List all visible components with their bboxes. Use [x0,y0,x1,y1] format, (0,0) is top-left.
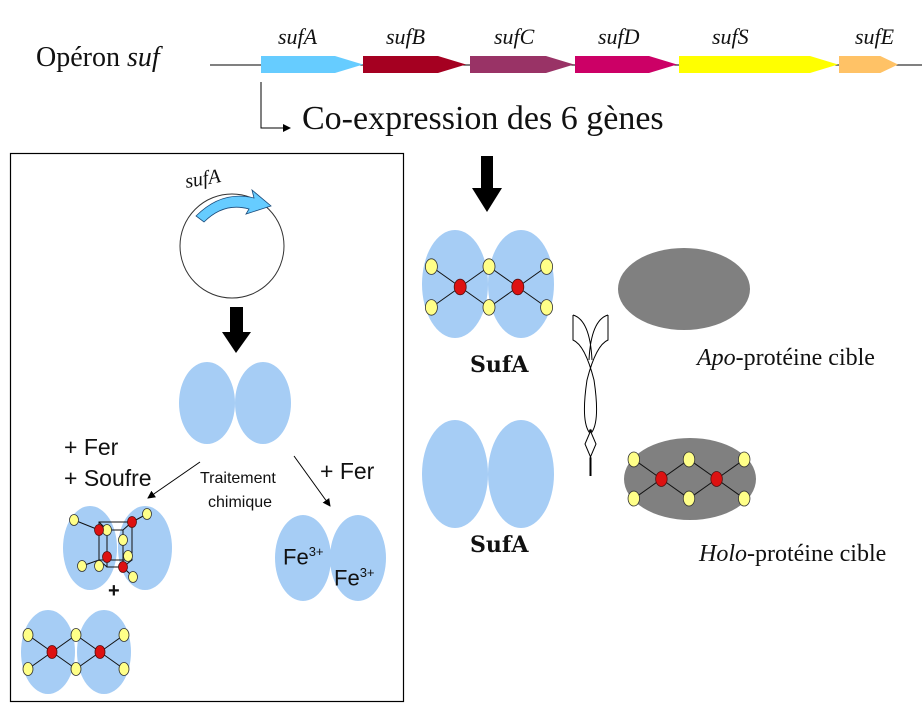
gene-label-sufb: sufB [386,24,426,49]
cluster-transfer-arrows [572,314,609,476]
coexpression-label: Co-expression des 6 gènes [302,100,664,137]
gene-label-sufa: sufA [278,24,318,49]
sulfur-atom [70,662,82,676]
sulfur-atom [123,550,133,562]
sulfur-atom [77,560,87,572]
operon-name: suf [126,42,160,73]
condition-soufre: + Soufre [64,465,152,491]
treatment-line2: chimique [208,494,273,511]
iron-atom [102,551,112,563]
sulfur-atom [627,490,640,507]
sulfur-atom [482,258,496,275]
operon-label: Opéron suf [36,42,160,73]
sulfur-atom [128,571,138,583]
iron-atom [118,561,128,573]
sulfur-atom [22,662,34,676]
sufa-gene-arrow-icon [195,188,272,223]
iron-atom [94,524,104,536]
sufa-4fe4s-dimer [63,506,172,590]
iron-atom [655,471,668,487]
sulfur-atom [540,258,553,275]
sufa-fe3-dimer [275,515,386,601]
sulfur-atom [118,628,130,642]
gene-arrow-sufd [575,56,677,73]
condition-fer-1: + Fer [64,434,119,460]
sulfur-atom [627,451,640,468]
sulfur-atom [94,560,104,572]
sulfur-atom [540,299,553,316]
sulfur-atom [118,534,128,546]
iron-atom [511,278,525,296]
gene-arrow-sufa [261,56,363,73]
sulfur-atom [424,258,438,275]
sulfur-atom [482,299,496,316]
gene-label-sufc: sufC [494,24,535,49]
sulfur-atom [70,628,82,642]
holo-target-label: Holo-protéine cible [699,541,887,567]
plasmid-circle [179,193,285,299]
coexpression-bent-arrow [260,82,291,132]
fe3-label-2: Fe3+ [334,565,375,591]
gene-label-sufs: sufS [712,24,749,49]
sulfur-atom [424,299,438,316]
gene-arrow-sufb [363,56,466,73]
sulfur-atom [69,514,79,526]
sufa-2fe2s-dimer-bottom [21,610,131,694]
sulfur-atom [738,490,751,507]
fe3-label-1: Fe3+ [283,544,324,570]
sufa-label-bottom: SufA [470,532,529,558]
sulfur-atom [22,628,34,642]
down-arrow-left [222,307,251,353]
apo-target-label: Apo-protéine cible [697,345,875,371]
down-arrow-right [472,156,502,212]
apo-sufa-dimer-right [422,420,554,528]
sulfur-atom [118,662,130,676]
plus-sign: + [108,580,120,602]
holo-sufa-dimer [422,230,554,338]
gene-arrow-sufe [839,56,898,73]
sulfur-atom [738,451,751,468]
gene-arrow-sufc [470,56,574,73]
condition-fer-2: + Fer [320,458,375,484]
sulfur-atom [142,508,152,520]
arrow-to-iron-form [293,455,331,507]
sulfur-atom [682,451,696,468]
holo-target-protein [624,438,756,520]
arrow-to-fes-cluster [147,461,201,499]
treatment-line1: Traitement [200,470,276,487]
sulfur-atom [682,490,696,507]
apo-target-protein [618,248,750,330]
gene-arrow-sufs [679,56,838,73]
sufa-label-top: SufA [470,352,529,378]
iron-atom [127,516,137,528]
gene-label-sufe: sufE [855,24,895,49]
iron-atom [94,645,106,659]
left-panel-frame [9,152,405,703]
iron-atom [46,645,58,659]
gene-label-sufd: sufD [598,24,640,49]
iron-atom [453,278,467,296]
apo-sufa-dimer-left [179,362,291,444]
iron-atom [710,471,723,487]
